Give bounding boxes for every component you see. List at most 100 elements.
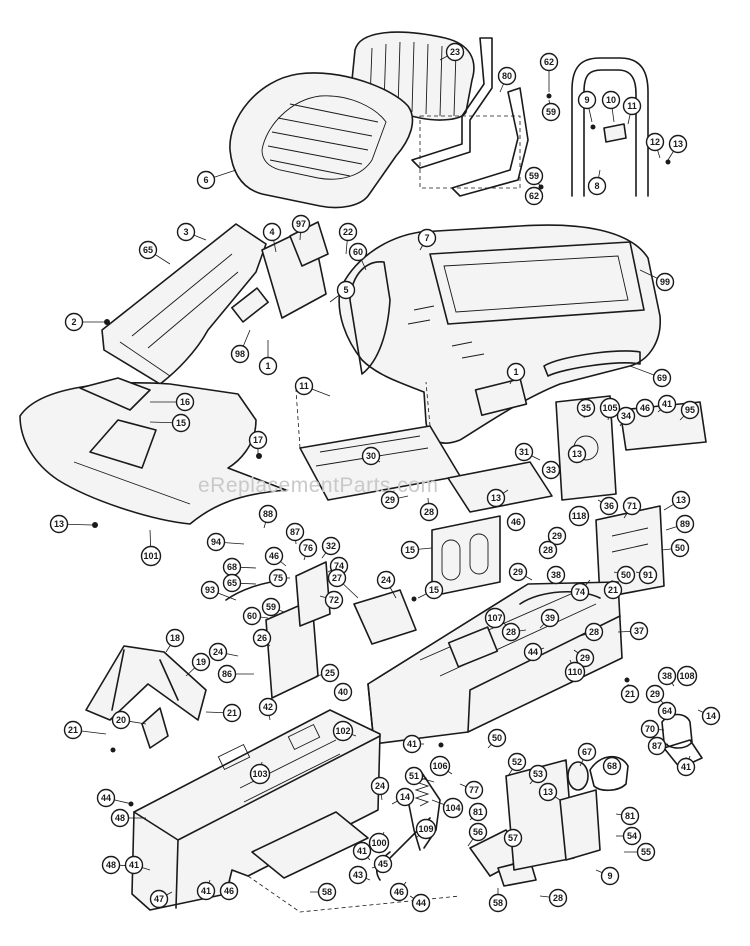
hardware — [92, 93, 689, 807]
callout-circle — [501, 622, 521, 642]
callout-label: 8 — [594, 181, 599, 191]
callout-circle — [570, 582, 590, 602]
callout-label: 107 — [487, 613, 502, 623]
callout-circle — [616, 406, 636, 426]
callout-label: 62 — [544, 57, 554, 67]
callout-label: 24 — [375, 781, 385, 791]
callout-label: 68 — [607, 761, 617, 771]
part-callout-28: 28 — [501, 622, 521, 642]
part-callout-20: 20 — [111, 710, 131, 730]
callout-label: 93 — [205, 585, 215, 595]
part-callout-13: 13 — [49, 514, 69, 534]
part-callout-71: 71 — [622, 496, 642, 516]
callout-label: 1 — [265, 361, 270, 371]
part-callout-107: 107 — [484, 607, 506, 629]
part-callout-81: 81 — [468, 802, 488, 822]
callout-circle — [138, 240, 158, 260]
callout-circle — [258, 697, 278, 717]
callout-circle — [538, 540, 558, 560]
part-callout-32: 32 — [321, 536, 341, 556]
callout-circle — [541, 460, 561, 480]
callout-circle — [564, 661, 586, 683]
part-callout-44: 44 — [411, 893, 431, 913]
part-callout-100: 100 — [368, 832, 390, 854]
callout-circle — [400, 540, 420, 560]
callout-circle — [196, 881, 216, 901]
callout-circle — [620, 684, 640, 704]
part-callout-24: 24 — [376, 570, 396, 590]
part-callout-2: 2 — [64, 312, 84, 332]
callout-circle — [196, 170, 216, 190]
part-callout-28: 28 — [419, 502, 439, 522]
callout-circle — [587, 176, 607, 196]
callout-label: 41 — [662, 399, 672, 409]
part-callout-24: 24 — [208, 642, 228, 662]
part-callout-88: 88 — [258, 504, 278, 524]
callout-label: 97 — [296, 219, 306, 229]
part-callout-13: 13 — [538, 782, 558, 802]
callout-label: 44 — [101, 793, 111, 803]
callout-label: 29 — [580, 653, 590, 663]
callout-circle — [548, 888, 568, 908]
part-callout-41: 41 — [676, 757, 696, 777]
callout-label: 103 — [252, 769, 267, 779]
callout-circle — [419, 502, 439, 522]
callout-label: 6 — [203, 175, 208, 185]
part-callout-21: 21 — [620, 684, 640, 704]
callout-circle — [63, 720, 83, 740]
callout-label: 28 — [589, 627, 599, 637]
callout-label: 65 — [143, 245, 153, 255]
callout-label: 75 — [273, 573, 283, 583]
callout-label: 86 — [222, 669, 232, 679]
callout-circle — [324, 590, 344, 610]
callout-circle — [376, 570, 396, 590]
front-chassis — [131, 709, 461, 913]
part-callout-118: 118 — [568, 505, 590, 527]
callout-circle — [389, 882, 409, 902]
lever-bracket — [225, 561, 331, 699]
callout-circle — [657, 701, 677, 721]
part-callout-7: 7 — [417, 228, 437, 248]
callout-circle — [645, 684, 665, 704]
part-callout-39: 39 — [540, 608, 560, 628]
part-callout-29: 29 — [380, 490, 400, 510]
axle-support — [85, 645, 207, 749]
callout-circle — [368, 832, 390, 854]
callout-circle — [424, 580, 444, 600]
callout-label: 52 — [512, 757, 522, 767]
callout-label: 53 — [533, 769, 543, 779]
callout-circle — [676, 757, 696, 777]
part-callout-60: 60 — [348, 242, 368, 262]
callout-circle — [620, 806, 640, 826]
callout-label: 39 — [545, 613, 555, 623]
callout-label: 14 — [706, 711, 716, 721]
part-callout-46: 46 — [389, 882, 409, 902]
callout-circle — [176, 222, 196, 242]
callout-circle — [468, 822, 488, 842]
callout-label: 35 — [581, 403, 591, 413]
part-callout-47: 47 — [149, 889, 169, 909]
callout-label: 64 — [662, 706, 672, 716]
part-callout-81: 81 — [620, 806, 640, 826]
callout-circle — [546, 565, 566, 585]
part-callout-15: 15 — [400, 540, 420, 560]
part-callout-77: 77 — [464, 780, 484, 800]
callout-circle — [380, 490, 400, 510]
callout-circle — [291, 214, 311, 234]
callout-circle — [96, 788, 116, 808]
part-callout-69: 69 — [652, 368, 672, 388]
callout-label: 21 — [68, 725, 78, 735]
callout-circle — [268, 568, 288, 588]
callout-circle — [657, 666, 677, 686]
callout-circle — [577, 90, 597, 110]
callout-label: 28 — [553, 893, 563, 903]
callout-label: 25 — [325, 668, 335, 678]
callout-label: 95 — [685, 405, 695, 415]
callout-circle — [264, 546, 284, 566]
part-callout-5: 5 — [336, 280, 356, 300]
part-callout-18: 18 — [165, 628, 185, 648]
part-callout-8: 8 — [587, 176, 607, 196]
callout-circle — [327, 568, 347, 588]
